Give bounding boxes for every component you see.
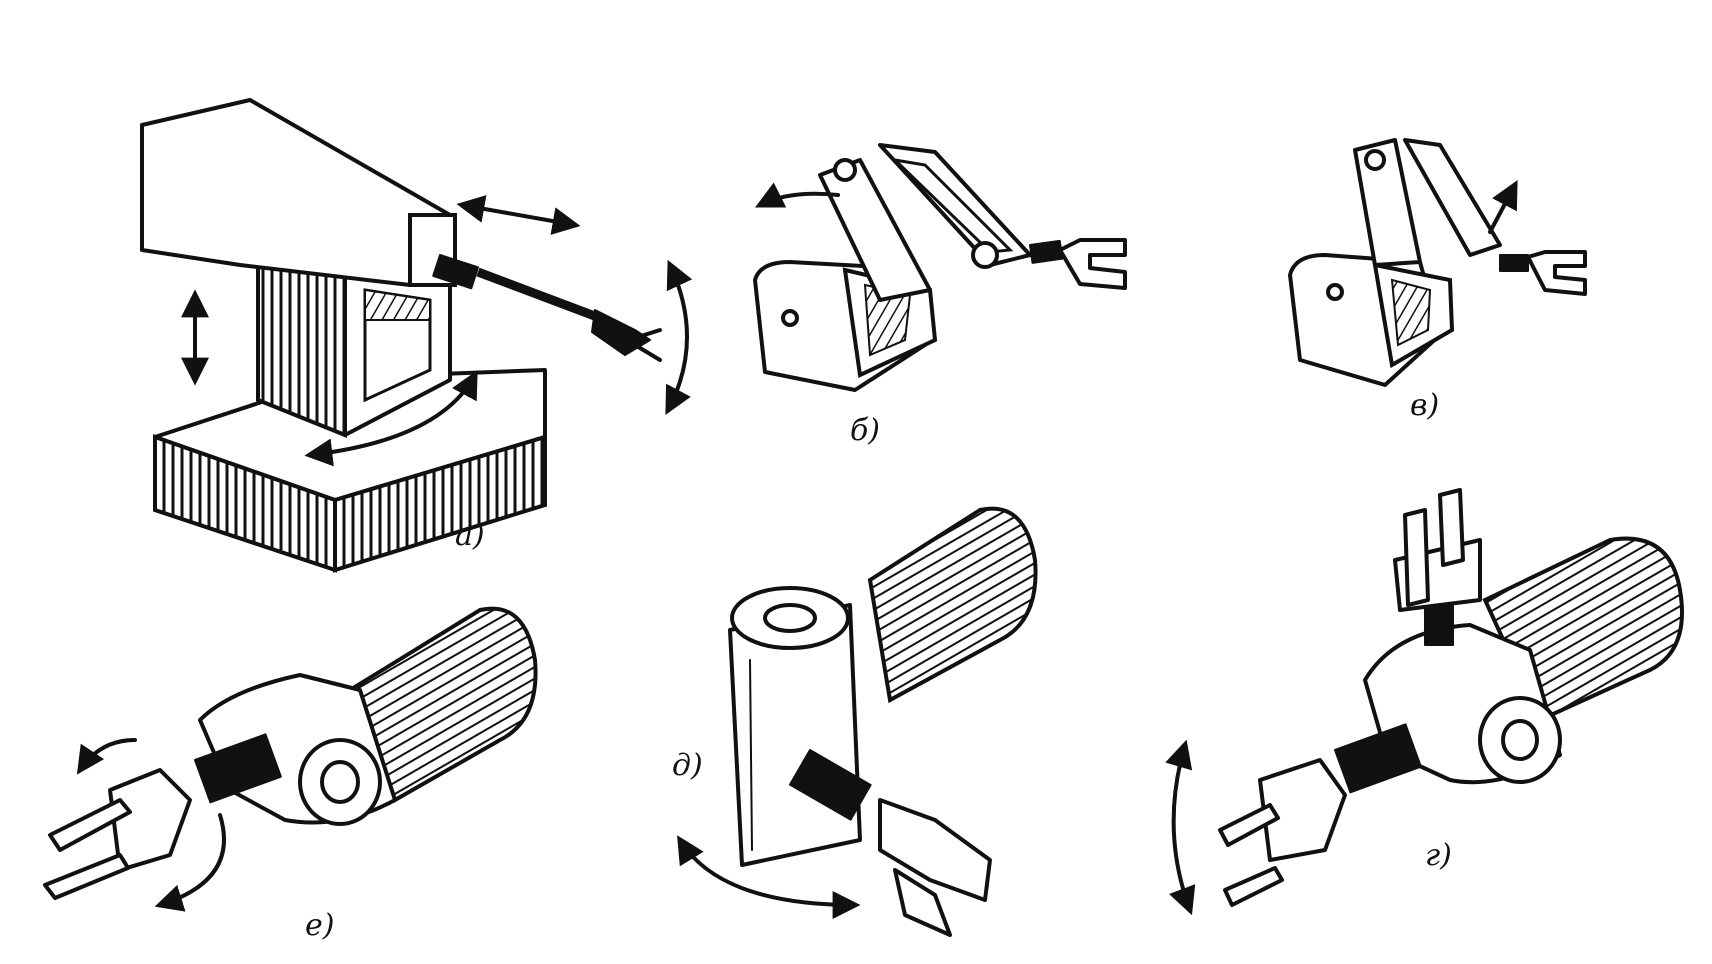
label-e: е) xyxy=(305,908,334,943)
robot-e xyxy=(43,606,538,912)
robot-g-rotation-arrow xyxy=(1165,739,1196,916)
robot-e-roll-arrow xyxy=(76,738,137,775)
robot-a-head xyxy=(140,98,457,287)
arm-rotation-arrow xyxy=(665,259,693,415)
robot-v xyxy=(1288,138,1587,387)
label-d: д) xyxy=(672,748,703,783)
robot-d xyxy=(677,506,1038,937)
robot-g xyxy=(1165,488,1684,916)
robot-a-arm xyxy=(432,254,662,362)
base-rotation-arrow xyxy=(304,370,478,467)
radial-motion-arrow xyxy=(456,195,581,235)
robot-e-pitch-arrow xyxy=(154,813,226,912)
label-v: в) xyxy=(1410,388,1439,423)
label-g: г) xyxy=(1425,838,1452,873)
robot-v-lift-arrow xyxy=(1488,180,1518,234)
robot-a xyxy=(140,98,693,573)
robot-d-rotation-arrow xyxy=(677,835,861,919)
label-a: а) xyxy=(455,518,485,553)
label-b: б) xyxy=(850,413,880,448)
robot-b xyxy=(753,143,1127,392)
robot-b-rotation-arrow xyxy=(754,182,840,208)
